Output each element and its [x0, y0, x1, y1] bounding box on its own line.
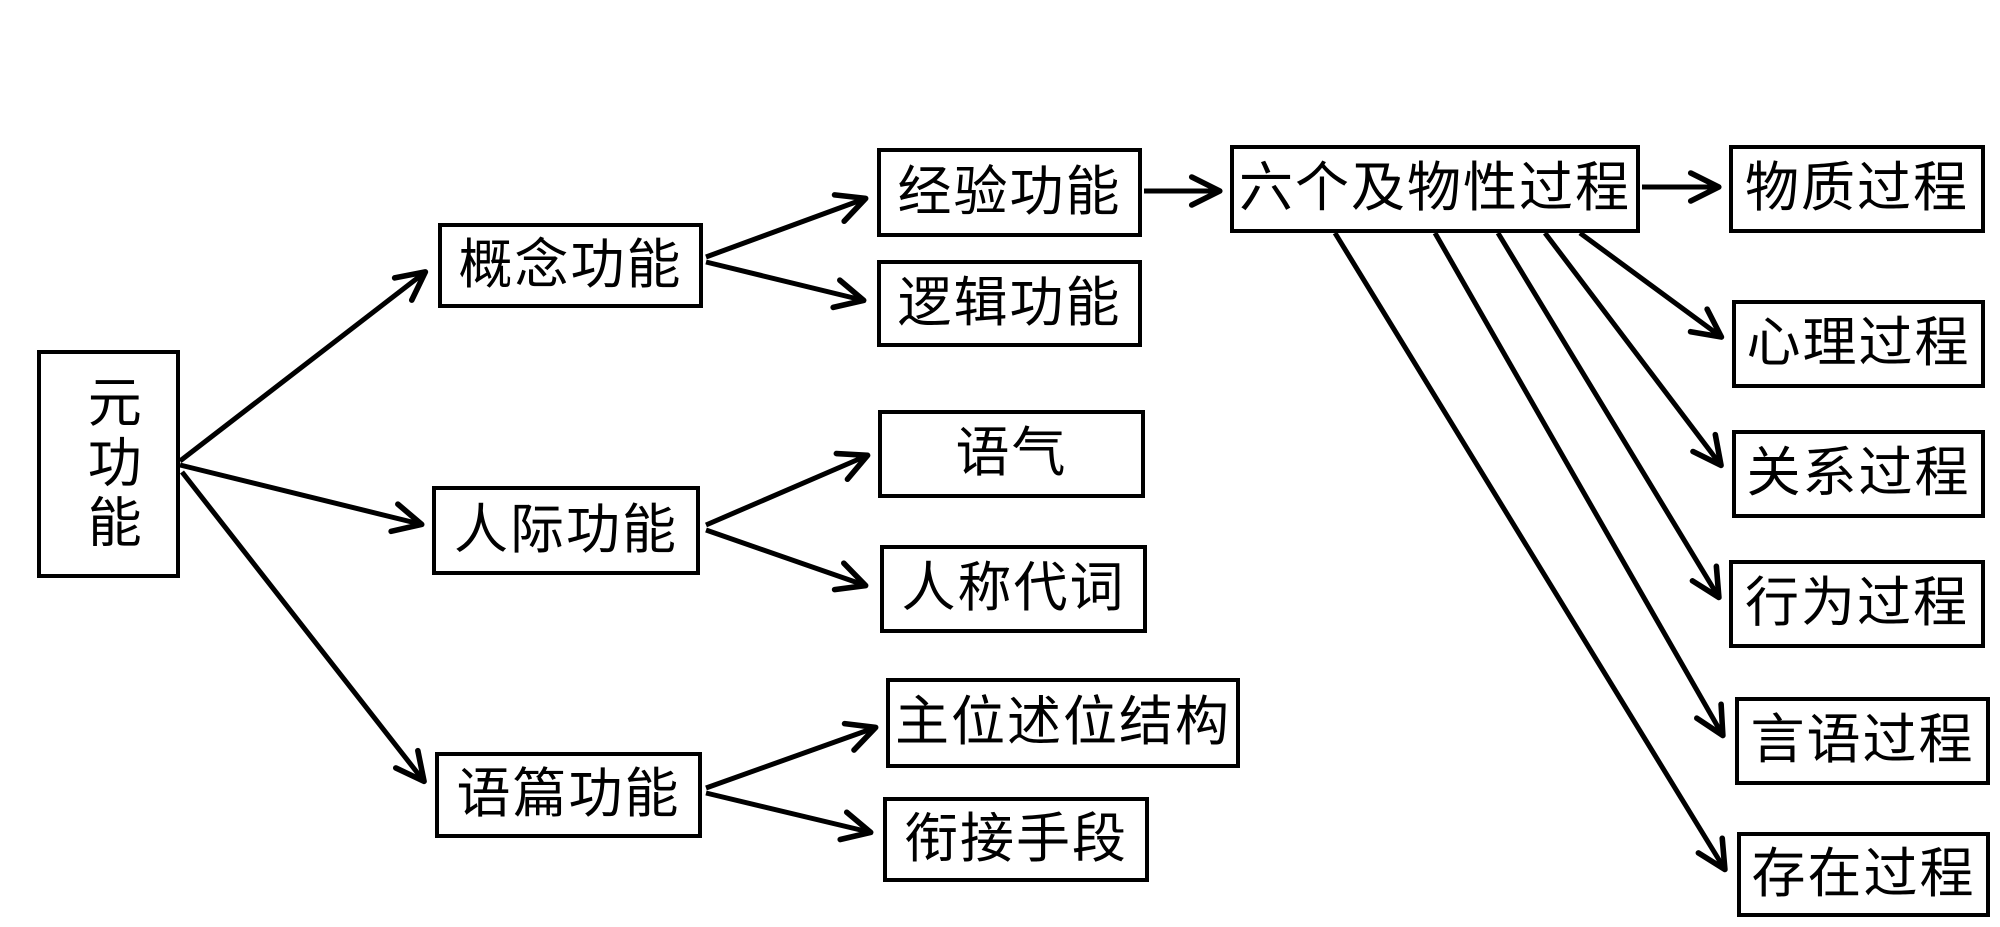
edge-textual-theme-rheme — [705, 720, 879, 791]
node-behavioral: 行为过程 — [1729, 560, 1985, 648]
edge-ideational-experiential — [705, 192, 869, 260]
node-logical: 逻辑功能 — [877, 260, 1142, 347]
edge-textual-cohesion — [705, 790, 874, 843]
node-textual: 语篇功能 — [435, 752, 702, 838]
node-mental: 心理过程 — [1732, 300, 1985, 388]
edge-metafunction-textual — [180, 470, 427, 785]
edge-metafunction-ideational — [178, 269, 429, 463]
node-relational: 关系过程 — [1732, 430, 1985, 518]
node-verbal: 言语过程 — [1735, 697, 1990, 785]
node-interpersonal: 人际功能 — [432, 486, 700, 575]
node-existential: 存在过程 — [1737, 832, 1990, 917]
node-pronouns: 人称代词 — [880, 545, 1147, 633]
edge-transitivity-behavioral — [1495, 231, 1722, 601]
node-material: 物质过程 — [1729, 145, 1985, 233]
edge-interpersonal-mood — [705, 450, 871, 528]
node-ideational: 概念功能 — [438, 223, 703, 308]
edge-transitivity-existential — [1332, 231, 1728, 873]
node-metafunction: 元功能 — [37, 350, 180, 578]
edge-metafunction-interpersonal — [179, 462, 425, 535]
node-experiential: 经验功能 — [877, 148, 1142, 237]
edge-transitivity-verbal — [1432, 231, 1726, 739]
node-transitivity: 六个及物性过程 — [1230, 145, 1640, 233]
node-cohesion: 衔接手段 — [883, 797, 1149, 882]
node-mood: 语气 — [878, 410, 1145, 498]
edge-ideational-logical — [705, 259, 867, 311]
edge-transitivity-relational — [1543, 231, 1724, 469]
node-theme-rheme: 主位述位结构 — [886, 678, 1240, 768]
edge-interpersonal-pronouns — [705, 527, 869, 593]
edge-transitivity-mental — [1578, 230, 1725, 340]
